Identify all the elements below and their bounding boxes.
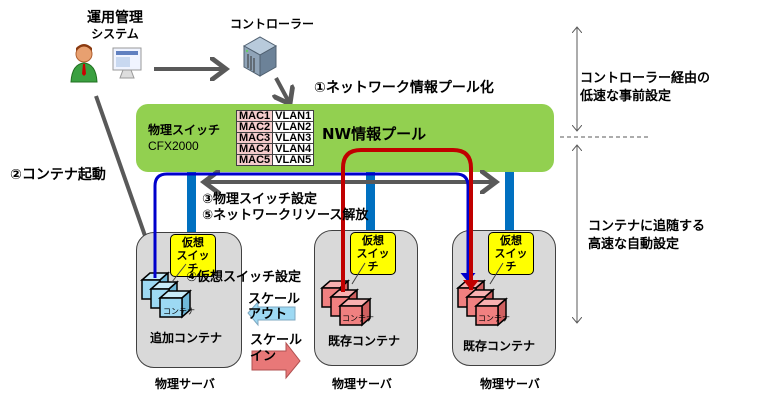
physical-switch-model: CFX2000 <box>148 139 199 153</box>
vswitch-line2: スイッチ <box>176 249 210 275</box>
server-rack-icon[interactable] <box>240 34 280 80</box>
server-label-2: 物理サーバ <box>332 377 392 391</box>
server-label-1: 物理サーバ <box>155 377 215 391</box>
container-caption-3: 既存コンテナ <box>463 339 536 353</box>
scale-out-line2: アウト <box>248 307 288 322</box>
red-network-path <box>341 148 479 292</box>
vswitch-line1: 仮想 <box>362 234 384 247</box>
uplink-server-2 <box>366 172 375 230</box>
server-label-3: 物理サーバ <box>480 377 540 391</box>
step4-label: ④仮想スイッチ設定 <box>186 270 302 285</box>
ops-system-line2: システム <box>91 27 139 41</box>
arrow-controller-to-switch <box>276 77 290 104</box>
mac-cell: MAC5 <box>235 154 274 166</box>
virtual-switch-1[interactable]: 仮想 スイッチ <box>170 234 216 277</box>
container-cube-icon <box>158 289 192 319</box>
mac-cell: MAC1 <box>235 110 274 122</box>
upper-note-line1: コントローラー経由の <box>580 71 711 86</box>
scale-out-line1: スケール <box>248 292 301 307</box>
container-cube-icon <box>338 297 372 327</box>
scale-out-arrow-icon <box>247 300 296 327</box>
step1-label: ①ネットワーク情報プール化 <box>314 80 494 96</box>
uplink-server-3 <box>505 172 514 230</box>
nw-pool-label: NW情報プール <box>322 125 427 143</box>
scale-in-line1: スケール <box>250 333 303 348</box>
lower-side-note: コンテナに追随する 高速な自動設定 <box>588 218 705 254</box>
scale-in-arrow-icon <box>251 341 301 380</box>
container-stack-1[interactable] <box>140 270 204 330</box>
vlan-cell: VLAN5 <box>272 154 315 166</box>
vswitch-line1: 仮想 <box>182 236 204 249</box>
scale-out-label: スケール アウト <box>248 292 300 322</box>
vswitch-line2: スイッチ <box>494 247 528 273</box>
vswitch-callout-line-2 <box>351 262 366 285</box>
upper-side-note: コントローラー経由の 低速な事前設定 <box>580 70 710 106</box>
container-label-2: コンテナ <box>342 314 374 323</box>
vswitch-line1: 仮想 <box>500 234 522 247</box>
virtual-switch-3[interactable]: 仮想 スイッチ <box>488 232 534 275</box>
user-with-monitor-icon[interactable] <box>68 42 148 90</box>
vswitch-line2: スイッチ <box>356 247 390 273</box>
container-label-1: コンテナ <box>163 307 195 316</box>
container-caption-2: 既存コンテナ <box>328 334 401 348</box>
scale-in-line2: イン <box>250 349 277 364</box>
physical-switch-name: 物理スイッチ <box>148 123 221 137</box>
scale-in-label: スケール イン <box>250 333 302 365</box>
container-stack-3[interactable] <box>456 278 520 338</box>
step3-label: ③物理スイッチ設定 <box>202 192 318 207</box>
ops-system-title: 運用管理 システム <box>80 10 150 42</box>
upper-note-line2: 低速な事前設定 <box>580 89 672 104</box>
step2-label: ②コンテナ起動 <box>10 167 106 183</box>
uplink-server-1 <box>187 172 196 232</box>
container-caption-1: 追加コンテナ <box>150 331 223 345</box>
vswitch-callout-line-3 <box>489 262 504 285</box>
controller-label: コントローラー <box>230 17 315 31</box>
container-cube-icon <box>474 297 508 327</box>
lower-note-line2: 高速な自動設定 <box>588 237 680 252</box>
ops-system-line1: 運用管理 <box>87 10 143 26</box>
lower-note-line1: コンテナに追随する <box>588 219 706 234</box>
blue-network-path <box>153 172 476 282</box>
virtual-switch-2[interactable]: 仮想 スイッチ <box>350 232 396 275</box>
step5-label: ⑤ネットワークリソース解放 <box>202 208 369 223</box>
container-label-3: コンテナ <box>478 314 510 323</box>
vswitch-callout-line-1 <box>171 263 187 283</box>
